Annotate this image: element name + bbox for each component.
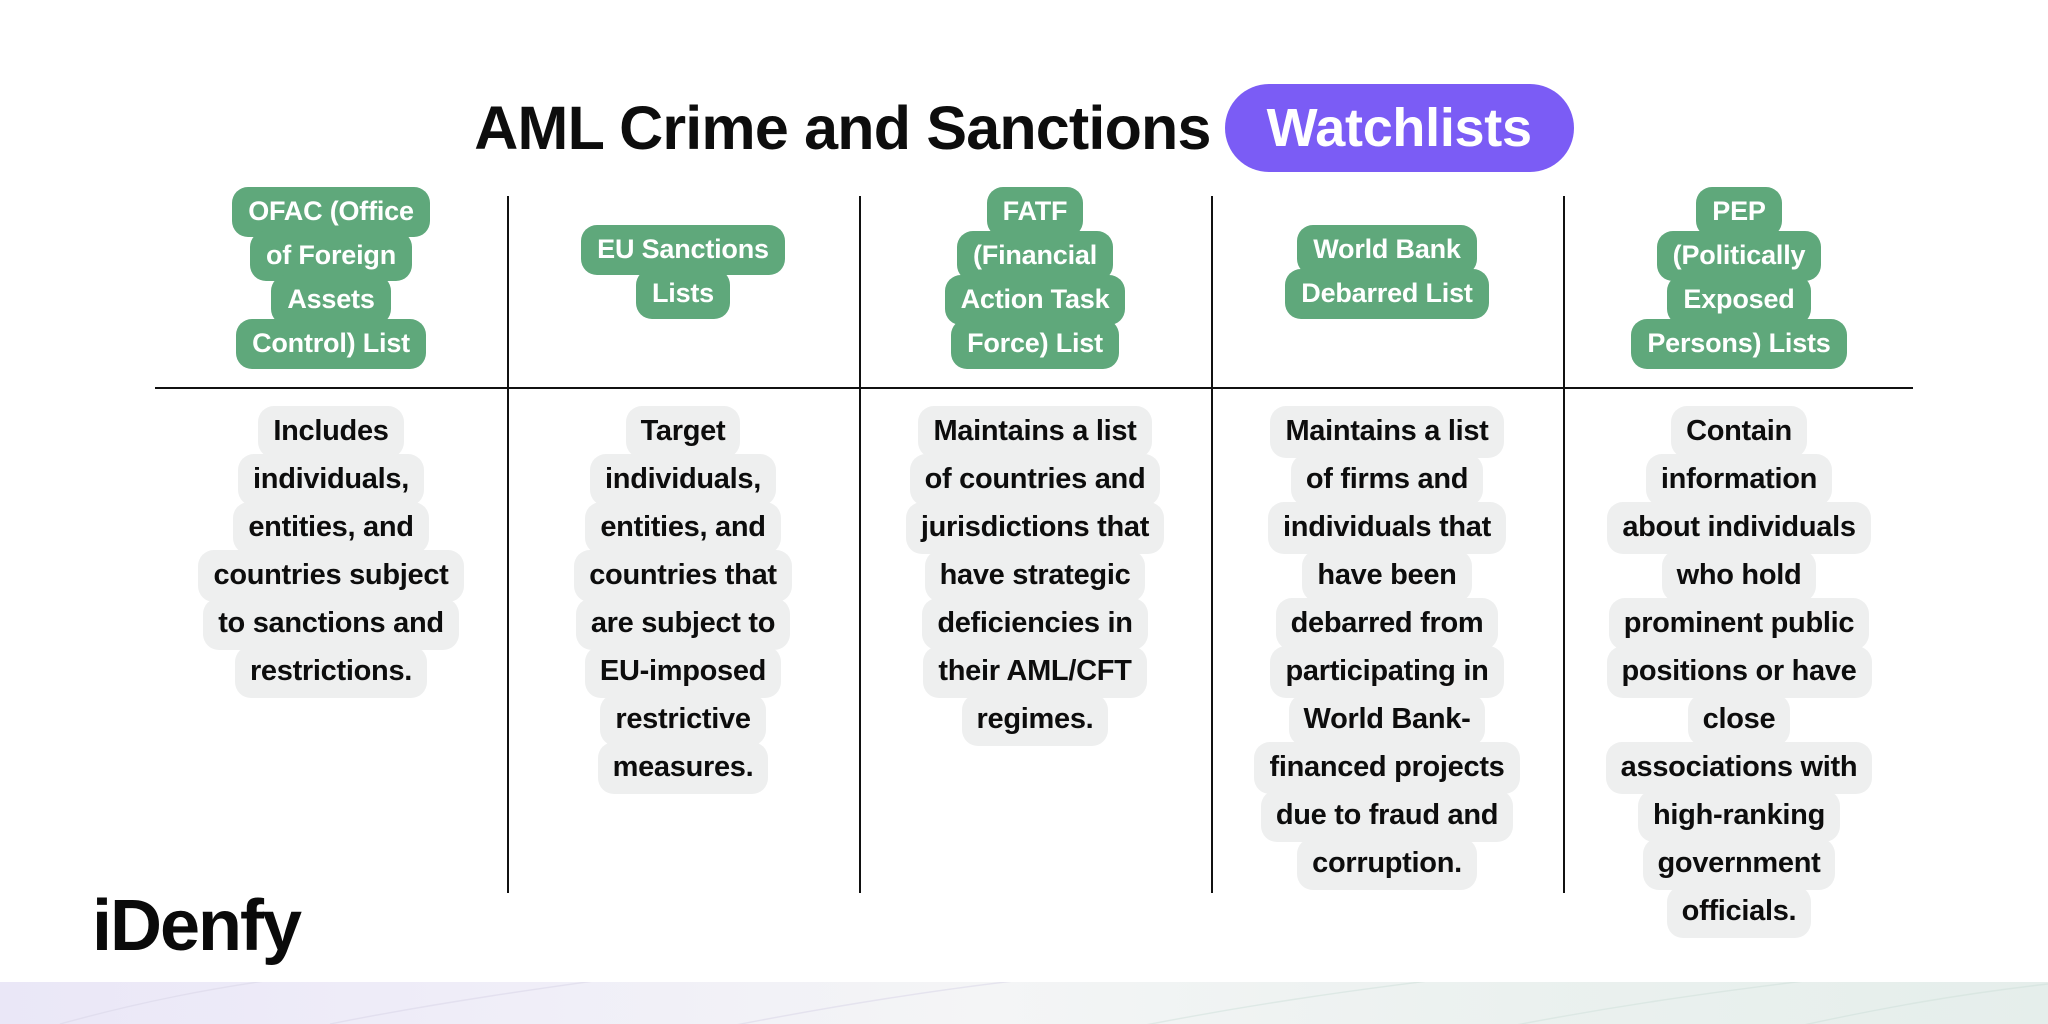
- body-line: Includes: [258, 406, 404, 458]
- body-line: deficiencies in: [922, 598, 1148, 650]
- body-line: close: [1687, 694, 1791, 746]
- header-divider-line: [155, 387, 1913, 389]
- body-line: of countries and: [909, 454, 1161, 506]
- body-line: regimes.: [961, 694, 1109, 746]
- body-line: prominent public: [1608, 598, 1870, 650]
- header-line: FATF: [986, 187, 1084, 237]
- body-line: associations with: [1605, 742, 1873, 794]
- body-line: corruption.: [1297, 838, 1477, 890]
- body-line: restrictive: [600, 694, 766, 746]
- header-line: (Financial: [956, 231, 1114, 281]
- page-title: AML Crime and Sanctions Watchlists: [0, 82, 2048, 174]
- strip-decor-lines: [59, 982, 2048, 1024]
- idenfy-logo-text: iDenfy: [92, 886, 302, 966]
- header-line: Control) List: [236, 319, 426, 369]
- body-line: high-ranking: [1637, 790, 1840, 842]
- body-line: restrictions.: [234, 646, 428, 698]
- body-line: Contain: [1671, 406, 1807, 458]
- body-line: have been: [1302, 550, 1472, 602]
- body-line: World Bank-: [1288, 694, 1486, 746]
- column-divider-4: [1563, 196, 1565, 893]
- column-divider-2: [859, 196, 861, 893]
- body-line: individuals,: [238, 454, 424, 506]
- body-line: their AML/CFT: [923, 646, 1147, 698]
- header-line: EU Sanctions: [581, 225, 785, 275]
- header-line: Exposed: [1667, 275, 1811, 325]
- body-line: entities, and: [233, 502, 429, 554]
- body-line: government: [1642, 838, 1836, 890]
- header-line: World Bank: [1297, 225, 1477, 275]
- header-line: Debarred List: [1285, 269, 1489, 319]
- column-divider-1: [507, 196, 509, 893]
- header-line: (Politically: [1656, 231, 1822, 281]
- body-line: to sanctions and: [203, 598, 459, 650]
- body-line: information: [1645, 454, 1833, 506]
- idenfy-logo: iDenfy: [92, 886, 302, 966]
- body-line: are subject to: [575, 598, 791, 650]
- body-line: measures.: [597, 742, 769, 794]
- body-line: Target: [625, 406, 741, 458]
- body-line: debarred from: [1275, 598, 1499, 650]
- header-line: Assets: [271, 275, 391, 325]
- body-line: Maintains a list: [918, 406, 1152, 458]
- body-line: countries subject: [198, 550, 464, 602]
- body-line: countries that: [574, 550, 792, 602]
- body-line: due to fraud and: [1260, 790, 1514, 842]
- body-line: who hold: [1661, 550, 1817, 602]
- bottom-gradient-strip: [0, 982, 2048, 1024]
- page-title-text: AML Crime and Sanctions: [474, 93, 1211, 162]
- header-line: of Foreign: [250, 231, 412, 281]
- body-line: jurisdictions that: [905, 502, 1165, 554]
- header-line: Action Task: [944, 275, 1126, 325]
- body-line: entities, and: [585, 502, 781, 554]
- header-line: Lists: [635, 269, 731, 319]
- body-line: have strategic: [924, 550, 1146, 602]
- body-line: individuals,: [590, 454, 776, 506]
- body-line: EU-imposed: [584, 646, 782, 698]
- header-line: PEP: [1696, 187, 1782, 237]
- body-line: of firms and: [1290, 454, 1484, 506]
- header-line: OFAC (Office: [232, 187, 430, 237]
- column-divider-3: [1211, 196, 1213, 893]
- body-line: officials.: [1666, 886, 1812, 938]
- body-line: positions or have: [1606, 646, 1872, 698]
- body-line: Maintains a list: [1270, 406, 1504, 458]
- body-line: financed projects: [1254, 742, 1520, 794]
- body-line: about individuals: [1607, 502, 1871, 554]
- header-line: Force) List: [951, 319, 1119, 369]
- header-line: Persons) Lists: [1631, 319, 1847, 369]
- body-line: participating in: [1270, 646, 1504, 698]
- title-highlight-badge: Watchlists: [1224, 84, 1574, 172]
- body-line: individuals that: [1268, 502, 1506, 554]
